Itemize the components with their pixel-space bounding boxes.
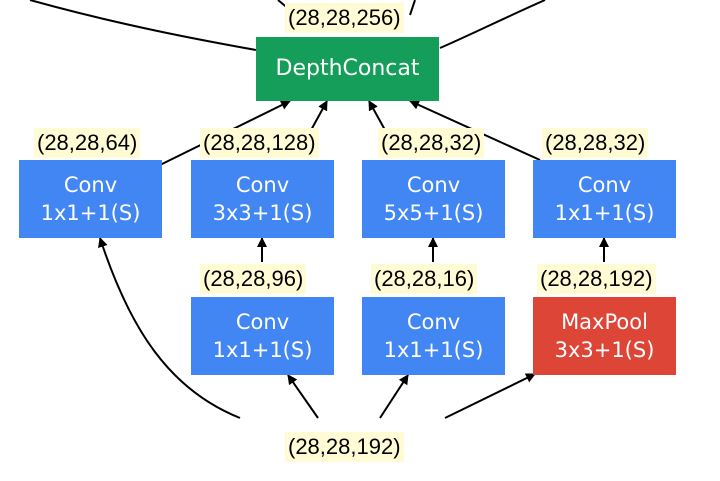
- node-params-label: 1x1+1(S): [40, 201, 141, 225]
- node-type-label: Conv: [235, 173, 290, 197]
- shape-label-maxpool-out: (28,28,192): [537, 264, 656, 294]
- shape-label-branch4-out: (28,28,32): [542, 128, 649, 158]
- depthconcat-label: DepthConcat: [275, 56, 420, 81]
- conv-1x1-reduce3-node: Conv 1x1+1(S): [191, 297, 334, 375]
- edge-input-to-reduce3: [287, 374, 319, 419]
- node-params-label: 3x3+1(S): [554, 338, 655, 362]
- conv-1x1-branch1-node: Conv 1x1+1(S): [19, 160, 162, 238]
- node-type-label: Conv: [577, 173, 632, 197]
- maxpool-node: MaxPool 3x3+1(S): [533, 297, 676, 375]
- shape-label-reduce3-out: (28,28,96): [200, 264, 307, 294]
- node-type-label: MaxPool: [561, 310, 648, 334]
- node-params-label: 3x3+1(S): [212, 201, 313, 225]
- conv-1x1-reduce5-node: Conv 1x1+1(S): [362, 297, 505, 375]
- conv-5x5-node: Conv 5x5+1(S): [362, 160, 505, 238]
- conv-3x3-node: Conv 3x3+1(S): [191, 160, 334, 238]
- shape-label-branch1-out: (28,28,64): [34, 128, 141, 158]
- shape-label-branch2-out: (28,28,128): [200, 128, 319, 158]
- shape-label-input: (28,28,192): [285, 432, 404, 462]
- node-params-label: 1x1+1(S): [554, 201, 655, 225]
- shape-label-branch3-out: (28,28,32): [378, 128, 485, 158]
- node-type-label: Conv: [406, 173, 461, 197]
- node-type-label: Conv: [63, 173, 118, 197]
- node-type-label: Conv: [235, 310, 290, 334]
- edge-upper-left: [29, 0, 257, 51]
- shape-label-reduce5-out: (28,28,16): [371, 264, 478, 294]
- shape-label-top-output: (28,28,256): [285, 3, 404, 33]
- depthconcat-node: DepthConcat: [256, 37, 439, 101]
- edge-input-to-reduce5: [379, 374, 409, 419]
- edge-upper-midright: [409, 0, 416, 16]
- edge-input-to-pool: [444, 373, 536, 419]
- edge-upper-right: [439, 0, 546, 49]
- node-type-label: Conv: [406, 310, 461, 334]
- edge-branch2-to-concat: [309, 100, 328, 133]
- node-params-label: 5x5+1(S): [383, 201, 484, 225]
- edge-branch3-to-concat: [368, 100, 386, 131]
- edge-input-to-branch1: [98, 237, 241, 419]
- conv-1x1-branch4-node: Conv 1x1+1(S): [533, 160, 676, 238]
- node-params-label: 1x1+1(S): [212, 338, 313, 362]
- node-params-label: 1x1+1(S): [383, 338, 484, 362]
